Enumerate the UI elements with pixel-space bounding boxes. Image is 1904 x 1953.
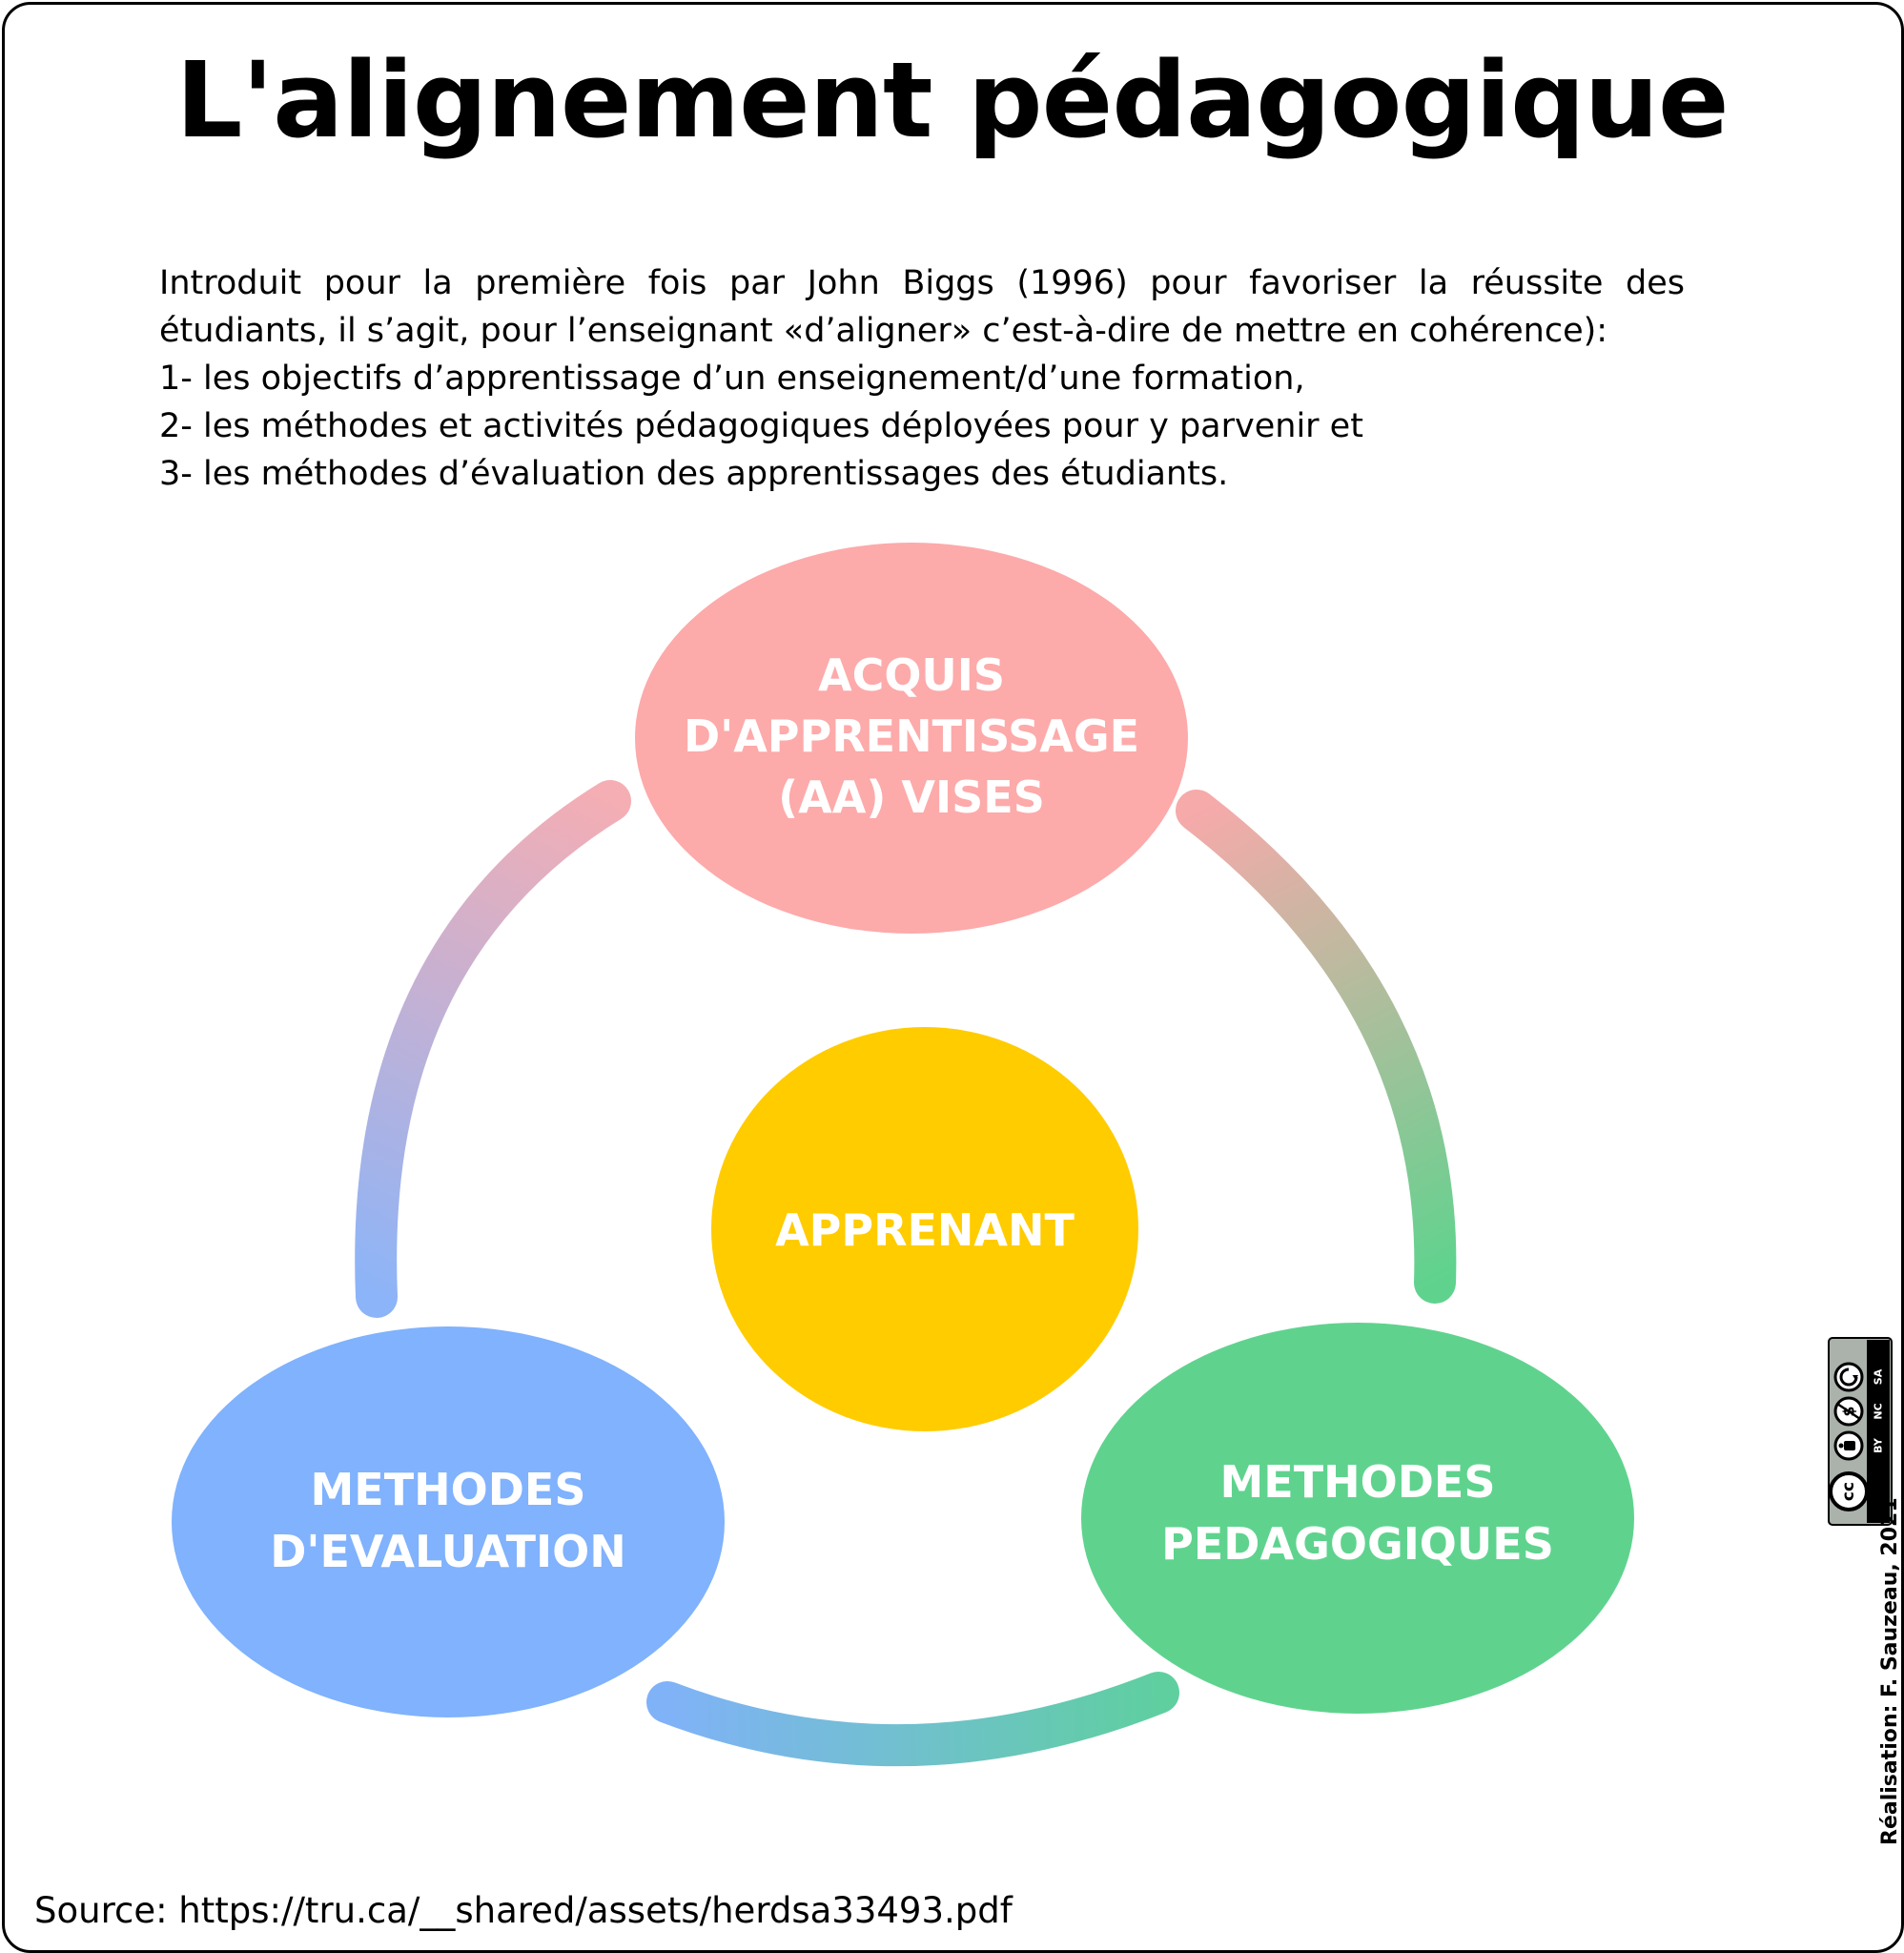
- license-nc-label: NC: [1873, 1403, 1885, 1419]
- intro-line-1: Introduit pour la première fois par John…: [159, 264, 1685, 302]
- node-evaluation-line-2: D'EVALUATION: [270, 1526, 626, 1577]
- node-evaluation-line-1: METHODES: [311, 1464, 586, 1515]
- node-acquis-line-3: (AA) VISES: [778, 771, 1045, 823]
- arc-acquis-to-evaluation: [355, 780, 631, 1318]
- arc-acquis-to-pedagogiques: [1176, 790, 1457, 1304]
- cc-icon: cc: [1829, 1471, 1869, 1511]
- node-acquis-line-2: D'APPRENTISSAGE: [684, 710, 1139, 762]
- page-title: L'alignement pédagogique: [175, 39, 1729, 161]
- intro-item-1: 1- les objectifs d’apprentissage d’un en…: [159, 360, 1305, 398]
- intro-line-2: étudiants, il s’agit, pour l’enseignant …: [159, 312, 1608, 350]
- node-apprenant-shape: [711, 1027, 1138, 1431]
- node-methodes-evaluation: METHODES D'EVALUATION: [172, 1326, 725, 1717]
- node-pedagogiques-shape: [1081, 1323, 1634, 1714]
- node-acquis-line-1: ACQUIS: [818, 649, 1005, 701]
- source-citation: Source: https://tru.ca/__shared/assets/h…: [34, 1890, 1013, 1931]
- share-alike-icon: [1833, 1362, 1864, 1392]
- non-commercial-icon: $: [1833, 1396, 1864, 1427]
- intro-item-2: 2- les méthodes et activités pédagogique…: [159, 407, 1363, 445]
- node-pedagogiques-line-2: PEDAGOGIQUES: [1161, 1518, 1554, 1570]
- node-acquis-shape: [635, 543, 1188, 934]
- cc-letters: cc: [1839, 1482, 1858, 1501]
- cc-by-nc-sa-badge: cc $ BY NC SA: [1828, 1337, 1893, 1526]
- node-methodes-pedagogiques: METHODES PEDAGOGIQUES: [1081, 1323, 1634, 1714]
- intro-item-3: 3- les méthodes d’évaluation des apprent…: [159, 455, 1229, 493]
- node-acquis-apprentissage: ACQUIS D'APPRENTISSAGE (AA) VISES: [635, 543, 1188, 934]
- license-by-label: BY: [1873, 1437, 1885, 1453]
- node-apprenant-label: APPRENANT: [775, 1204, 1075, 1256]
- intro-text: Introduit pour la première fois par John…: [159, 259, 1685, 498]
- node-evaluation-shape: [172, 1326, 725, 1717]
- arc-evaluation-to-pedagogiques: [646, 1672, 1179, 1767]
- license-sa-label: SA: [1873, 1368, 1885, 1385]
- author-credit: Réalisation: F. Sauzeau, 2021: [1878, 1497, 1902, 1845]
- node-apprenant: APPRENANT: [711, 1027, 1138, 1431]
- attribution-icon: [1833, 1430, 1864, 1461]
- node-pedagogiques-line-1: METHODES: [1220, 1456, 1496, 1508]
